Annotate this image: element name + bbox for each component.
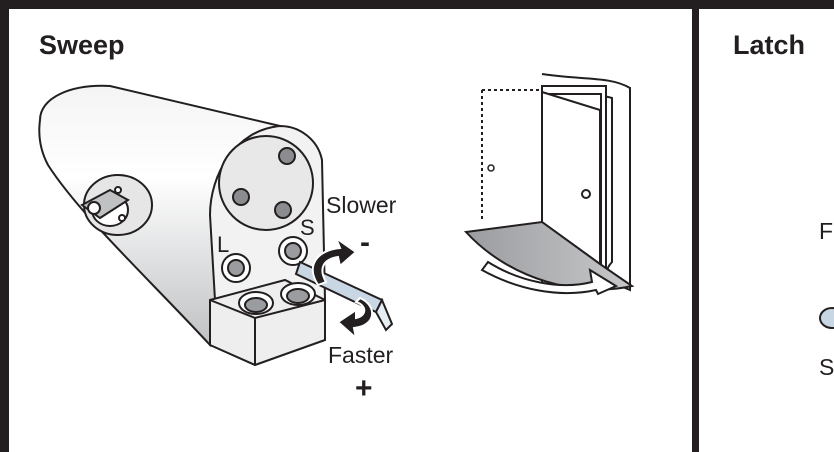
valve-l-letter: L bbox=[217, 232, 230, 257]
slower-label: Slower bbox=[326, 192, 397, 218]
sweep-title: Sweep bbox=[39, 30, 125, 60]
faster-sign: + bbox=[355, 372, 373, 405]
faster-label: Faster bbox=[328, 342, 394, 368]
valve-s-letter: S bbox=[300, 215, 315, 240]
panel-divider bbox=[692, 0, 699, 452]
door-sweep-icon bbox=[463, 73, 635, 296]
frame-left-border bbox=[0, 0, 9, 452]
door-closer-body-icon bbox=[38, 84, 327, 367]
latch-title: Latch bbox=[733, 30, 806, 60]
latch-partial-label-f: F bbox=[819, 218, 834, 244]
frame-top-border bbox=[0, 0, 834, 9]
latch-partial-label-s: S bbox=[819, 354, 834, 380]
slower-sign: - bbox=[360, 226, 370, 259]
rotation-arrow-icon bbox=[311, 235, 373, 341]
